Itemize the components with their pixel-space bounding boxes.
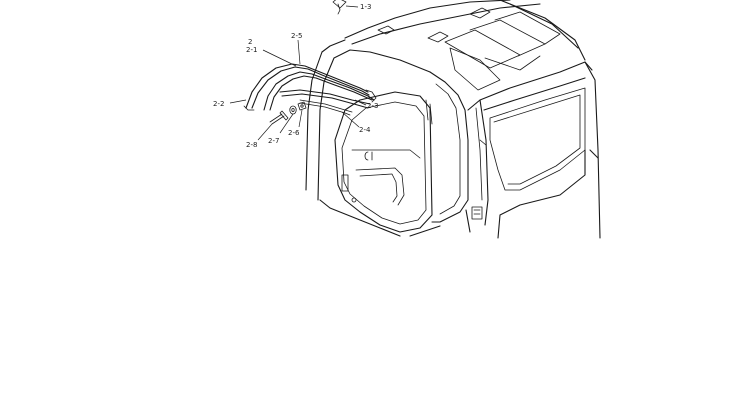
callout-2-7: 2-7 bbox=[268, 137, 279, 145]
callout-2-8: 2-8 bbox=[246, 141, 257, 149]
fasteners bbox=[269, 101, 307, 125]
callout-2-5: 2-5 bbox=[291, 32, 302, 40]
callout-2-1: 2-1 bbox=[246, 46, 257, 54]
callout-2-3: 2-3 bbox=[367, 102, 378, 110]
part-1-3-clip bbox=[332, 0, 359, 15]
callout-2-6: 2-6 bbox=[288, 129, 300, 137]
leader-lines bbox=[229, 39, 367, 141]
callout-2-4: 2-4 bbox=[359, 126, 371, 134]
callout-2: 2 bbox=[248, 38, 252, 46]
callout-2-2: 2-2 bbox=[213, 100, 224, 108]
rail-assembly-2 bbox=[243, 63, 377, 116]
callout-1-3: 1-3 bbox=[360, 3, 371, 11]
cab-body bbox=[305, 0, 601, 239]
